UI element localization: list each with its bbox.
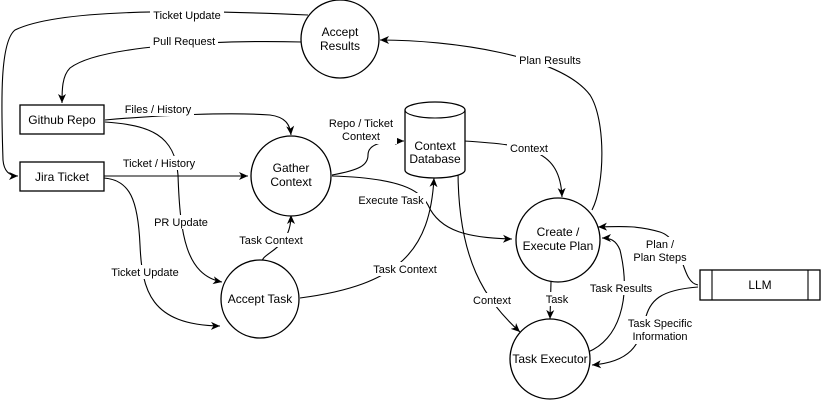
- label-repo-ticket-context: Repo / Ticket Context: [325, 116, 397, 144]
- label-task-context-up: Task Context: [236, 233, 306, 247]
- label-pr-update-text: PR Update: [154, 217, 208, 229]
- edge-ticket-update-left: [103, 177, 221, 330]
- node-context-database[interactable]: Context Database: [404, 101, 466, 179]
- label-execute-task: Execute Task: [356, 193, 426, 207]
- node-github-repo[interactable]: Github Repo: [19, 104, 105, 135]
- label-context-db-to-executor-text: Context: [473, 295, 511, 307]
- node-accept-results-line-1: Accept: [322, 25, 359, 39]
- label-repo-ticket-context-line-1: Repo / Ticket: [329, 118, 393, 130]
- node-llm-label: LLM: [748, 278, 771, 292]
- label-task-specific-information: Task Specific Information: [622, 316, 698, 344]
- label-files-history-text: Files / History: [125, 104, 192, 116]
- edge-pr-update: [104, 121, 223, 285]
- node-gather-context[interactable]: Gather Context: [250, 135, 332, 217]
- label-task-context-db: Task Context: [370, 262, 440, 276]
- node-create-execute-plan-line-2: Execute Plan: [523, 239, 594, 253]
- label-plan-results: Plan Results: [516, 53, 584, 67]
- edge-plan-plan-steps: [597, 222, 699, 286]
- node-task-executor[interactable]: Task Executor: [509, 318, 591, 400]
- node-context-database-line-1: Context: [414, 139, 456, 153]
- edge-repo-ticket-context: [331, 137, 405, 176]
- label-ticket-update-left: Ticket Update: [108, 265, 182, 279]
- edge-files-history: [104, 113, 295, 136]
- label-task-specific-information-line-1: Task Specific: [628, 318, 693, 330]
- label-plan-plan-steps-line-2: Plan Steps: [633, 252, 687, 264]
- label-context-db-to-plan: Context: [507, 141, 551, 155]
- label-task-context-up-text: Task Context: [239, 235, 303, 247]
- node-jira-ticket-label: Jira Ticket: [35, 170, 90, 184]
- label-pr-update: PR Update: [152, 215, 210, 229]
- edge-execute-task: [331, 175, 513, 243]
- node-create-execute-plan[interactable]: Create / Execute Plan: [515, 197, 601, 283]
- label-ticket-update-top: Ticket Update: [150, 8, 224, 22]
- node-accept-results-line-2: Results: [320, 39, 360, 53]
- node-gather-context-line-1: Gather: [273, 161, 310, 175]
- node-accept-task[interactable]: Accept Task: [220, 259, 300, 339]
- label-files-history: Files / History: [122, 102, 194, 116]
- node-jira-ticket[interactable]: Jira Ticket: [19, 161, 105, 192]
- edge-task-context-up: [261, 214, 295, 263]
- edge-task-context-db: [299, 177, 438, 299]
- label-task-results: Task Results: [587, 281, 655, 295]
- edge-pull-request: [58, 41, 303, 104]
- label-pull-request: Pull Request: [150, 34, 218, 48]
- edge-context-db-to-executor: [457, 169, 521, 333]
- edge-task-results: [587, 234, 625, 353]
- node-gather-context-line-2: Context: [270, 175, 312, 189]
- label-ticket-history: Ticket / History: [120, 156, 198, 170]
- label-repo-ticket-context-line-2: Context: [342, 131, 380, 143]
- label-ticket-history-text: Ticket / History: [123, 158, 196, 170]
- node-llm[interactable]: LLM: [699, 269, 821, 301]
- node-accept-results[interactable]: Accept Results: [300, 0, 380, 79]
- label-ticket-update-left-text: Ticket Update: [111, 267, 178, 279]
- label-plan-plan-steps-line-1: Plan /: [646, 239, 675, 251]
- label-ticket-update-top-text: Ticket Update: [153, 10, 220, 22]
- label-context-db-to-executor: Context: [470, 293, 514, 307]
- node-context-database-line-2: Database: [409, 152, 461, 166]
- edge-plan-results: [379, 36, 603, 211]
- label-task-context-db-text: Task Context: [373, 264, 437, 276]
- label-task-text: Task: [546, 294, 569, 306]
- node-create-execute-plan-line-1: Create /: [537, 225, 580, 239]
- label-task: Task: [542, 292, 572, 306]
- label-context-db-to-plan-text: Context: [510, 143, 548, 155]
- node-accept-task-label: Accept Task: [228, 292, 293, 306]
- label-task-specific-information-line-2: Information: [632, 331, 687, 343]
- label-task-results-text: Task Results: [590, 283, 653, 295]
- node-github-repo-label: Github Repo: [28, 113, 96, 127]
- label-pull-request-text: Pull Request: [153, 36, 215, 48]
- label-execute-task-text: Execute Task: [358, 195, 424, 207]
- label-plan-plan-steps: Plan / Plan Steps: [630, 237, 690, 265]
- node-task-executor-label: Task Executor: [512, 352, 587, 366]
- label-plan-results-text: Plan Results: [519, 55, 581, 67]
